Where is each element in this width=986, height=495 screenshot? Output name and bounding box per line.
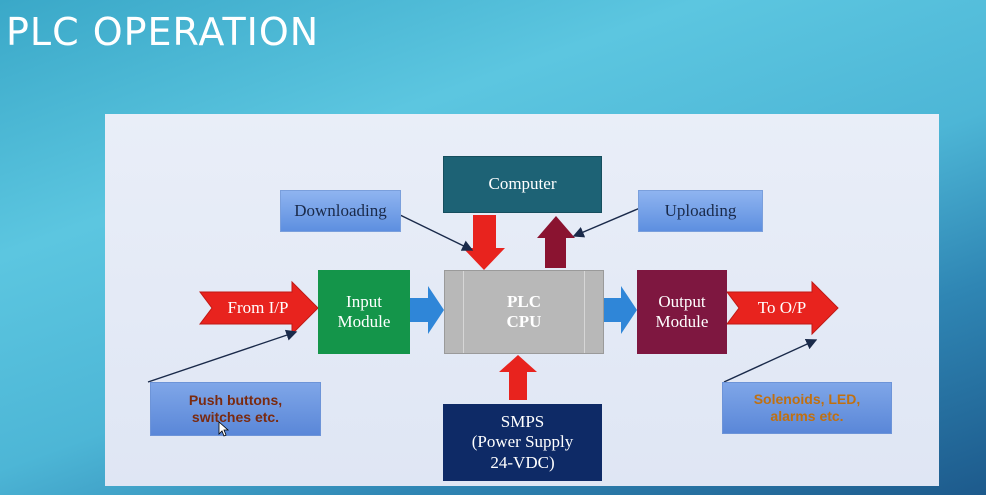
- cpu-to-output-arrow: [604, 286, 637, 334]
- push-buttons-pointer: [147, 329, 298, 383]
- push-buttons-box: Push buttons, switches etc.: [150, 382, 321, 436]
- plc-cpu-box: PLC CPU: [444, 270, 604, 354]
- input-module-line2: Module: [337, 312, 391, 331]
- uploading-box: Uploading: [638, 190, 763, 232]
- solenoids-line1: Solenoids, LED,: [753, 391, 861, 408]
- solenoids-line2: alarms etc.: [770, 408, 844, 424]
- output-module-line2: Module: [655, 312, 709, 331]
- smps-line1: SMPS: [500, 411, 545, 431]
- computer-box: Computer: [443, 156, 602, 213]
- to-op-arrow: [726, 280, 839, 336]
- plc-cpu-line1: PLC: [507, 291, 541, 311]
- smps-box: SMPS (Power Supply 24-VDC): [443, 404, 602, 481]
- computer-label: Computer: [488, 174, 557, 194]
- from-ip-label-wrap: From I/P: [218, 296, 298, 320]
- to-op-label-wrap: To O/P: [744, 296, 820, 320]
- solenoids-pointer: [723, 338, 818, 383]
- output-module-line1: Output: [658, 291, 706, 311]
- downloading-pointer: [397, 213, 474, 251]
- plc-cpu-line2: CPU: [506, 312, 542, 331]
- to-op-label: To O/P: [757, 297, 807, 317]
- push-buttons-line2: switches etc.: [191, 409, 280, 425]
- input-to-cpu-arrow: [410, 286, 444, 334]
- uploading-label: Uploading: [664, 200, 737, 220]
- solenoids-box: Solenoids, LED, alarms etc.: [722, 382, 892, 434]
- downloading-label: Downloading: [294, 200, 387, 220]
- uploading-pointer: [572, 207, 641, 238]
- output-module-box: Output Module: [637, 270, 727, 354]
- input-module-line1: Input: [346, 291, 382, 311]
- upload-arrow: [537, 216, 575, 268]
- from-ip-label: From I/P: [227, 297, 289, 317]
- smps-line3: 24-VDC): [490, 452, 555, 472]
- downloading-box: Downloading: [280, 190, 401, 232]
- smps-arrow: [499, 355, 537, 400]
- smps-line2: (Power Supply: [471, 432, 574, 452]
- download-arrow: [463, 215, 505, 270]
- slide-title: PLC OPERATION: [6, 10, 320, 54]
- push-buttons-line1: Push buttons,: [188, 392, 283, 409]
- input-module-box: Input Module: [318, 270, 410, 354]
